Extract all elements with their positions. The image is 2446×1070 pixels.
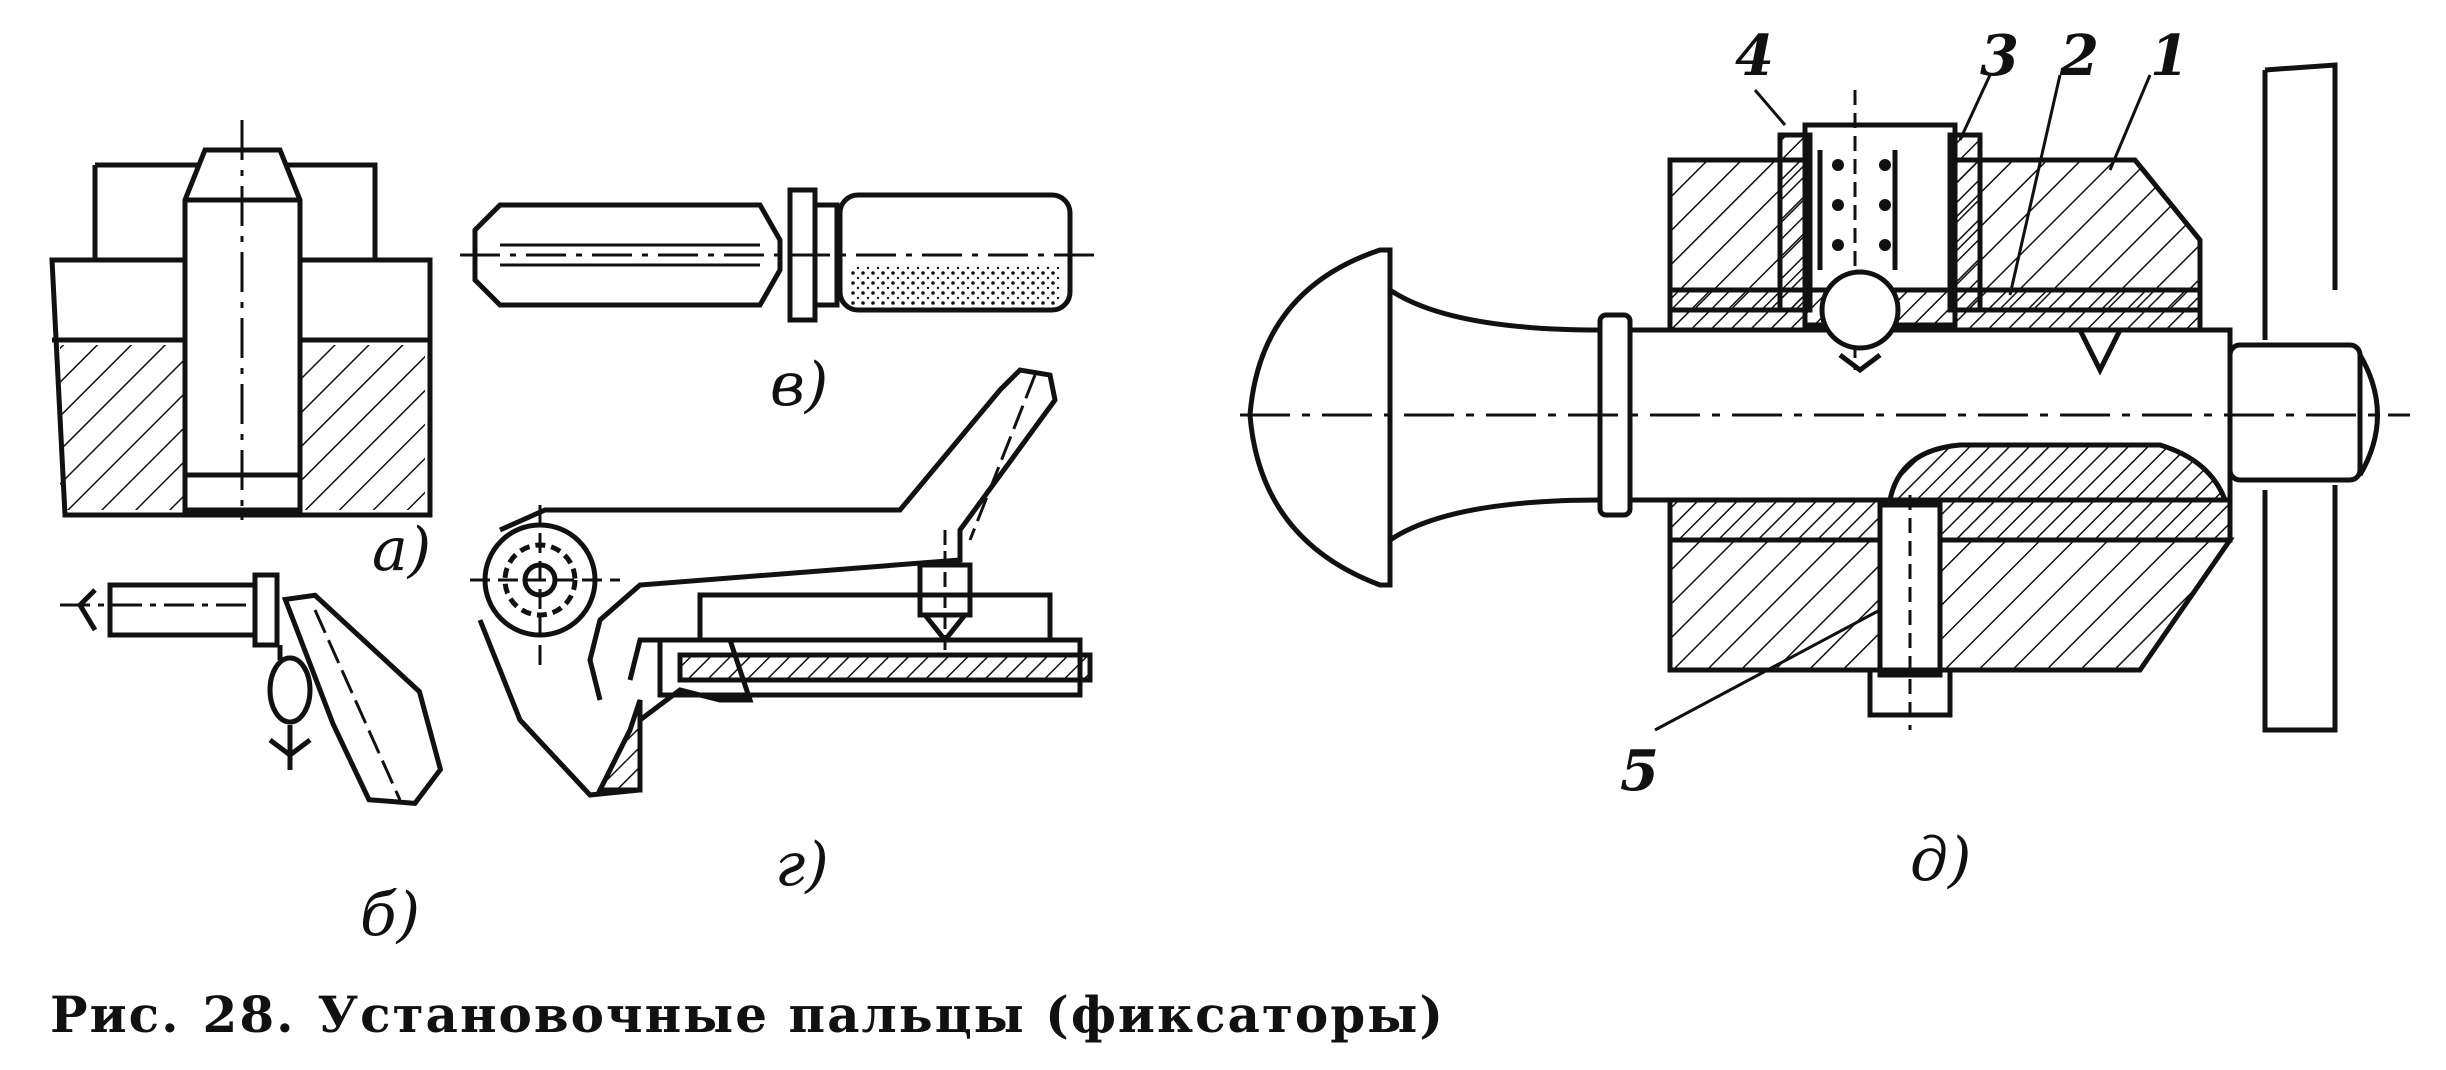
view-b (60, 572, 444, 806)
label-v: в) (770, 350, 828, 420)
view-g (470, 367, 1093, 798)
view-g-lever-axis (968, 374, 1037, 541)
view-d-leader-4 (1753, 89, 1787, 126)
view-b-pin-body (107, 582, 258, 638)
view-d-end-pin-tip (2357, 353, 2380, 477)
part-number-1: 1 (2150, 23, 2189, 89)
view-d-vertical-plate (2262, 62, 2338, 733)
label-b: б) (360, 880, 420, 950)
view-d-knob-neck (1388, 287, 1601, 543)
part-number-4: 4 (1735, 23, 1774, 89)
view-b-collar (252, 572, 280, 648)
caption-prefix: Рис. (50, 985, 181, 1044)
view-d-end-pin (2227, 342, 2363, 483)
view-d-bushing-lower (1667, 497, 2233, 543)
view-b-handle-axis (313, 609, 402, 801)
label-d: д) (1910, 825, 1971, 895)
label-g: г) (775, 830, 829, 900)
view-b-pin-tip (76, 588, 98, 632)
view-g-bracket-section (595, 699, 643, 793)
label-a: а) (372, 515, 431, 585)
view-a-hatch-left (60, 345, 185, 510)
part-number-5: 5 (1620, 738, 1659, 804)
caption-number: 28. (202, 985, 296, 1044)
view-g-lever (498, 367, 1058, 701)
view-d-ball (1819, 269, 1901, 351)
view-a (49, 120, 433, 520)
view-v-knurling (850, 265, 1060, 305)
view-d (1240, 62, 2410, 733)
view-d-leader-2 (2008, 74, 2062, 296)
view-d-spring-coils (1832, 159, 1891, 251)
view-g-plate-section (677, 652, 1093, 683)
view-b-chain-link (267, 655, 313, 725)
view-d-leader-1 (2108, 74, 2152, 171)
view-d-ball-notch (1838, 353, 1882, 374)
view-a-hatch-right (300, 345, 425, 510)
view-v-split-pin (472, 202, 783, 308)
view-d-leader-5 (1654, 608, 1881, 732)
view-d-cap-wall-right (1947, 132, 1983, 313)
view-g-workpiece (697, 592, 1053, 643)
view-d-plunger-groove (2077, 328, 2123, 376)
view-v-knob (837, 192, 1073, 313)
part-number-3: 3 (1980, 23, 2019, 89)
view-d-bushing-cutaway (1887, 442, 2228, 501)
view-a-top-plate (92, 162, 378, 258)
view-b-handle (281, 592, 444, 806)
view-d-housing-lower (1667, 537, 2235, 673)
caption-text: Установочные пальцы (фиксаторы) (317, 985, 1446, 1044)
view-v-collar-2 (812, 202, 840, 308)
part-number-2: 2 (2059, 23, 2099, 89)
view-b-chain-hook (268, 725, 312, 770)
view-d-knob-head (1247, 247, 1393, 588)
figure-caption: Рис. 28. Установочные пальцы (фиксаторы) (50, 985, 1467, 1044)
view-d-leader-3 (1958, 74, 1992, 141)
view-v (460, 187, 1100, 323)
view-d-cap-wall-left (1777, 132, 1813, 313)
